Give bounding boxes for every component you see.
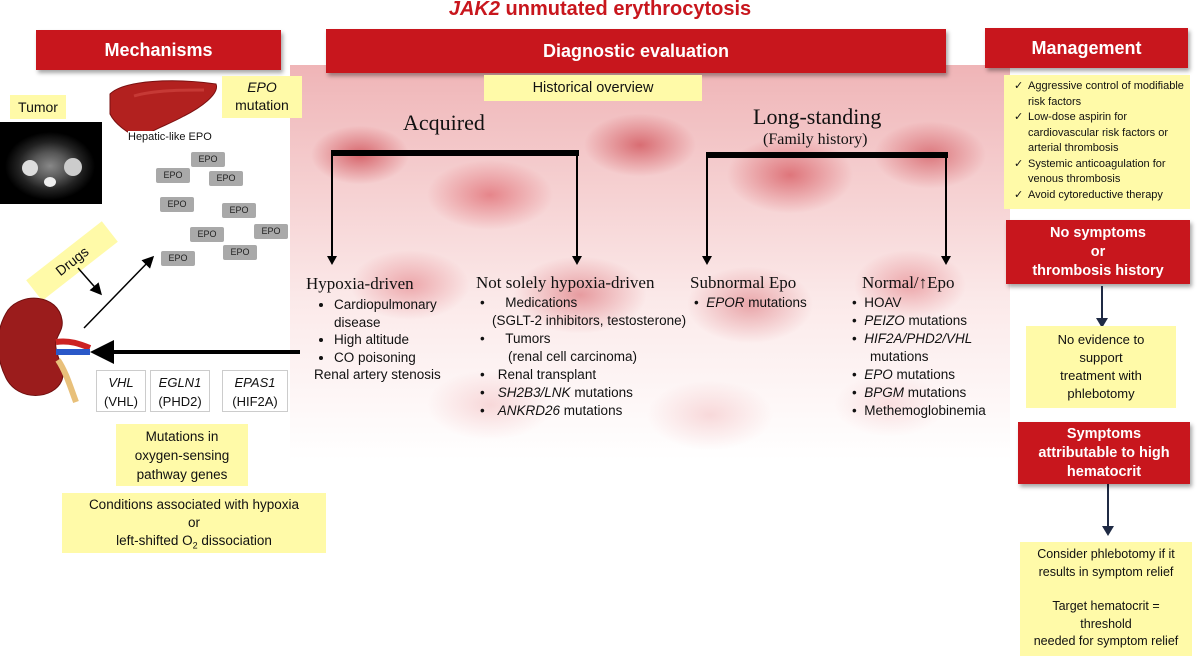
diagram-title: JAK2 unmutated erythrocytosis [448,0,752,20]
acquired-heading: Acquired [403,110,485,135]
conditions-box: Conditions associated with hypoxia or le… [62,493,326,553]
symptoms-box: Symptoms attributable to high hematocrit [1018,422,1190,484]
hypoxia-driven-section: Hypoxia-driven Cardiopulmonary disease H… [306,274,478,384]
mechanisms-header: Mechanisms [36,30,281,70]
epo-molecule: EPO [190,227,224,242]
normal-epo-section: Normal/↑Epo • HOAV • PEIZO mutations • H… [852,274,1012,420]
subnormal-epo-section: Subnormal Epo • EPOR mutations [690,274,830,312]
no-symptoms-box: No symptoms or thrombosis history [1006,220,1190,284]
check-item: Systemic anticoagulation for venous thro… [1014,157,1186,188]
red-blood-cells-background [290,65,1010,460]
check-item: Avoid cytoreductive therapy [1014,188,1186,204]
normal-epo-heading: Normal/↑Epo [862,273,955,292]
epo-molecule: EPO [156,168,190,183]
gene-box-egln1: EGLN1(PHD2) [150,370,210,412]
hypoxia-driven-heading: Hypoxia-driven [306,274,414,293]
diagnostic-header: Diagnostic evaluation [326,29,946,73]
kidney-icon [0,297,92,404]
historical-overview-box: Historical overview [484,75,702,101]
hepatic-epo-label: Hepatic-like EPO [128,131,228,143]
decision-tree-lines [327,150,951,265]
check-item: Low-dose aspirin for cardiovascular risk… [1014,110,1186,157]
epo-molecule: EPO [209,171,243,186]
tumor-label: Tumor [10,95,66,119]
hypoxia-item: Cardiopulmonary disease [334,296,454,331]
hypoxia-item: CO poisoning [334,349,478,367]
gene-box-epas1: EPAS1(HIF2A) [222,370,288,412]
liver-icon [109,80,217,139]
management-checklist: Aggressive control of modifiable risk fa… [1004,75,1190,209]
ct-scan-image [0,122,102,204]
mutations-box: Mutations in oxygen-sensing pathway gene… [116,424,248,486]
epo-molecule: EPO [161,251,195,266]
hypoxia-item: High altitude [334,331,478,349]
subnormal-epo-heading: Subnormal Epo [690,273,797,292]
not-solely-heading: Not solely hypoxia-driven [476,273,655,292]
management-header: Management [985,28,1188,68]
not-solely-hypoxia-section: Not solely hypoxia-driven • Medications … [476,274,696,420]
epo-molecule: EPO [160,197,194,212]
mechanism-arrows [77,255,300,364]
family-history-label: (Family history) [763,131,868,148]
hypoxia-item: Renal artery stenosis [314,367,441,382]
management-arrows [1096,286,1114,536]
no-evidence-box: No evidence to support treatment with ph… [1026,326,1176,408]
longstanding-heading: Long-standing [753,104,882,129]
epo-molecule: EPO [223,245,257,260]
check-item: Aggressive control of modifiable risk fa… [1014,79,1186,110]
epo-molecule: EPO [222,203,256,218]
epo-molecule: EPO [254,224,288,239]
consider-phlebotomy-box: Consider phlebotomy if it results in sym… [1020,542,1192,656]
gene-box-vhl: VHL(VHL) [96,370,146,412]
epo-molecule: EPO [191,152,225,167]
